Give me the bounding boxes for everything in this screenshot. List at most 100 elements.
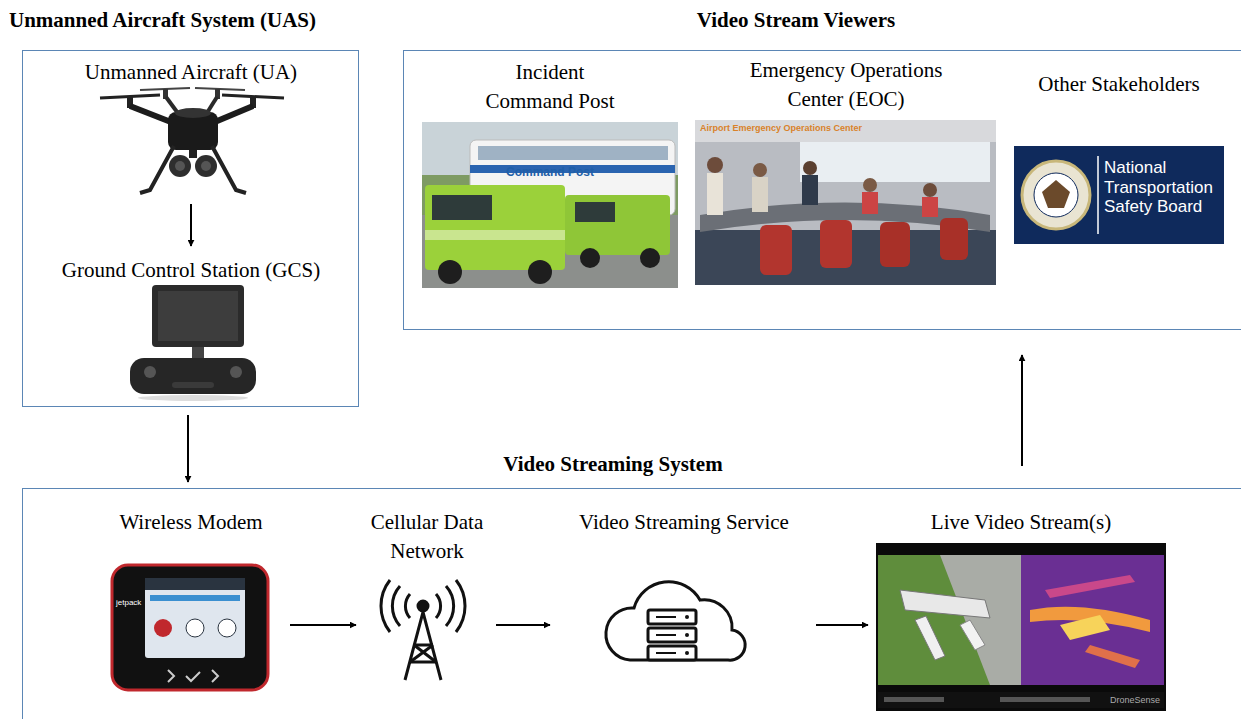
ground-control-station-illustration-part [152, 285, 244, 347]
wireless-modem-illustration-part [145, 578, 245, 658]
eoc-photo-part [940, 218, 968, 260]
flow-arrow [816, 624, 868, 626]
command-post-photo-part [640, 248, 660, 268]
command-post-photo-part [425, 230, 565, 240]
cloud-server-icon-part [606, 582, 745, 660]
group-heading: Unmanned Aircraft System (UAS) [9, 7, 409, 34]
cell-tower-icon-part [410, 645, 433, 662]
eoc-photo-part [802, 175, 818, 205]
logo-wordmark: National Transportation Safety Board [1104, 158, 1222, 217]
cloud-server-icon-part [656, 634, 676, 636]
cell-tower-icon-part [418, 601, 428, 611]
ground-station-item: Ground Control Station (GCS) [40, 256, 342, 400]
wireless-modem-illustration-part [145, 578, 245, 590]
ntsb-logo-part [1042, 180, 1070, 208]
streaming-item: Video Streaming Service [556, 508, 812, 670]
command-post-photo-part [575, 202, 615, 222]
watermark: DroneSense [1110, 695, 1162, 705]
uas-group-box: Unmanned Aircraft System (UAS)Unmanned A… [22, 50, 359, 407]
drone-illustration-part [175, 161, 185, 171]
ground-control-station-illustration-part [130, 358, 256, 394]
drone-illustration-part [201, 161, 211, 171]
live-video-screenshot-part [878, 692, 1164, 708]
streaming-item: Cellular Data Network [362, 508, 492, 684]
live-video-screenshot [876, 543, 1166, 711]
drone-illustration-part [195, 155, 217, 177]
command-post-photo-part [425, 185, 565, 270]
live-video-screenshot-part [1021, 555, 1164, 685]
eoc-photo-part [863, 178, 877, 192]
flow-arrow [496, 624, 550, 626]
drone-illustration [100, 88, 284, 193]
eoc-photo-part [695, 120, 996, 285]
drone-illustration-part [189, 150, 197, 158]
eoc-photo-part [707, 157, 723, 173]
command-post-photo-part [438, 260, 462, 284]
live-video-screenshot-part [940, 555, 1021, 685]
flow-arrow [290, 624, 356, 626]
item-label: Incident Command Post [475, 58, 625, 117]
cloud-server-icon-part [648, 628, 696, 642]
eoc-photo-part [760, 225, 792, 275]
live-video-screenshot-part [960, 620, 985, 650]
eoc-photo-part [803, 161, 817, 175]
cloud-server-icon-part [648, 646, 696, 660]
eoc-photo-part [800, 142, 990, 182]
wireless-modem-illustration-part [186, 672, 200, 681]
flow-arrow [187, 415, 189, 482]
ntsb-logo-part [1097, 156, 1099, 234]
aircraft-item: Unmanned Aircraft (UA) [60, 58, 322, 200]
cloud-server-icon [606, 582, 745, 660]
wireless-modem-illustration-part [150, 595, 240, 601]
ntsb-logo-part [1034, 173, 1078, 217]
command-post-photo-part [565, 195, 670, 255]
item-label: Video Streaming Service [556, 508, 812, 537]
live-video-screenshot-part [1000, 697, 1090, 702]
live-video-screenshot-part [915, 616, 945, 660]
ground-control-station-illustration-part [192, 347, 204, 359]
eoc-photo-part [922, 197, 938, 217]
item-label: Unmanned Aircraft (UA) [60, 58, 322, 87]
group-heading: Video Stream Viewers [596, 7, 996, 34]
cell-tower-icon-part [392, 586, 400, 626]
ground-control-station-illustration-part [138, 395, 248, 401]
live-video-screenshot-part [876, 543, 1166, 711]
cloud-server-icon-part [656, 652, 676, 654]
drone-illustration-part [169, 155, 191, 177]
eoc-photo-part [820, 220, 852, 268]
eoc-photo-part [752, 177, 768, 212]
live-video-screenshot-part [1060, 615, 1110, 640]
item-label: Emergency Operations Center (EOC) [721, 56, 971, 115]
item-label: Wireless Modem [98, 508, 284, 537]
viewer-item: Emergency Operations Center (EOC) [693, 56, 999, 287]
item-label: Other Stakeholders [1010, 70, 1228, 99]
ground-control-station-illustration-part [230, 366, 242, 378]
drone-illustration-part [212, 146, 246, 193]
eoc-photo-part [753, 163, 767, 177]
streaming-group-box: Video Streaming SystemWireless ModemCell… [22, 488, 1241, 719]
cloud-server-icon-part [685, 633, 689, 637]
command-post-photo-part [528, 260, 552, 284]
eoc-photo-part [695, 120, 996, 142]
cell-tower-icon-part [381, 580, 390, 632]
wireless-modem-illustration-part [154, 619, 172, 637]
eoc-photo-part [862, 192, 878, 214]
cell-tower-icon-part [446, 586, 454, 626]
live-video-screenshot-part [1085, 645, 1140, 668]
room-sign: Airport Emergency Operations Center [700, 123, 900, 133]
flow-arrow [1021, 355, 1023, 466]
cell-tower-icon-part [436, 594, 441, 618]
eoc-photo-part [707, 173, 723, 215]
flow-arrow [190, 204, 192, 246]
live-video-screenshot-part [900, 590, 990, 618]
ntsb-logo-part [1014, 146, 1224, 244]
drone-illustration-part [175, 108, 211, 118]
wireless-modem-illustration [112, 565, 268, 690]
ground-control-station-illustration-part [172, 382, 214, 388]
live-video-screenshot-part [1045, 575, 1135, 598]
cloud-server-icon-part [648, 610, 696, 624]
